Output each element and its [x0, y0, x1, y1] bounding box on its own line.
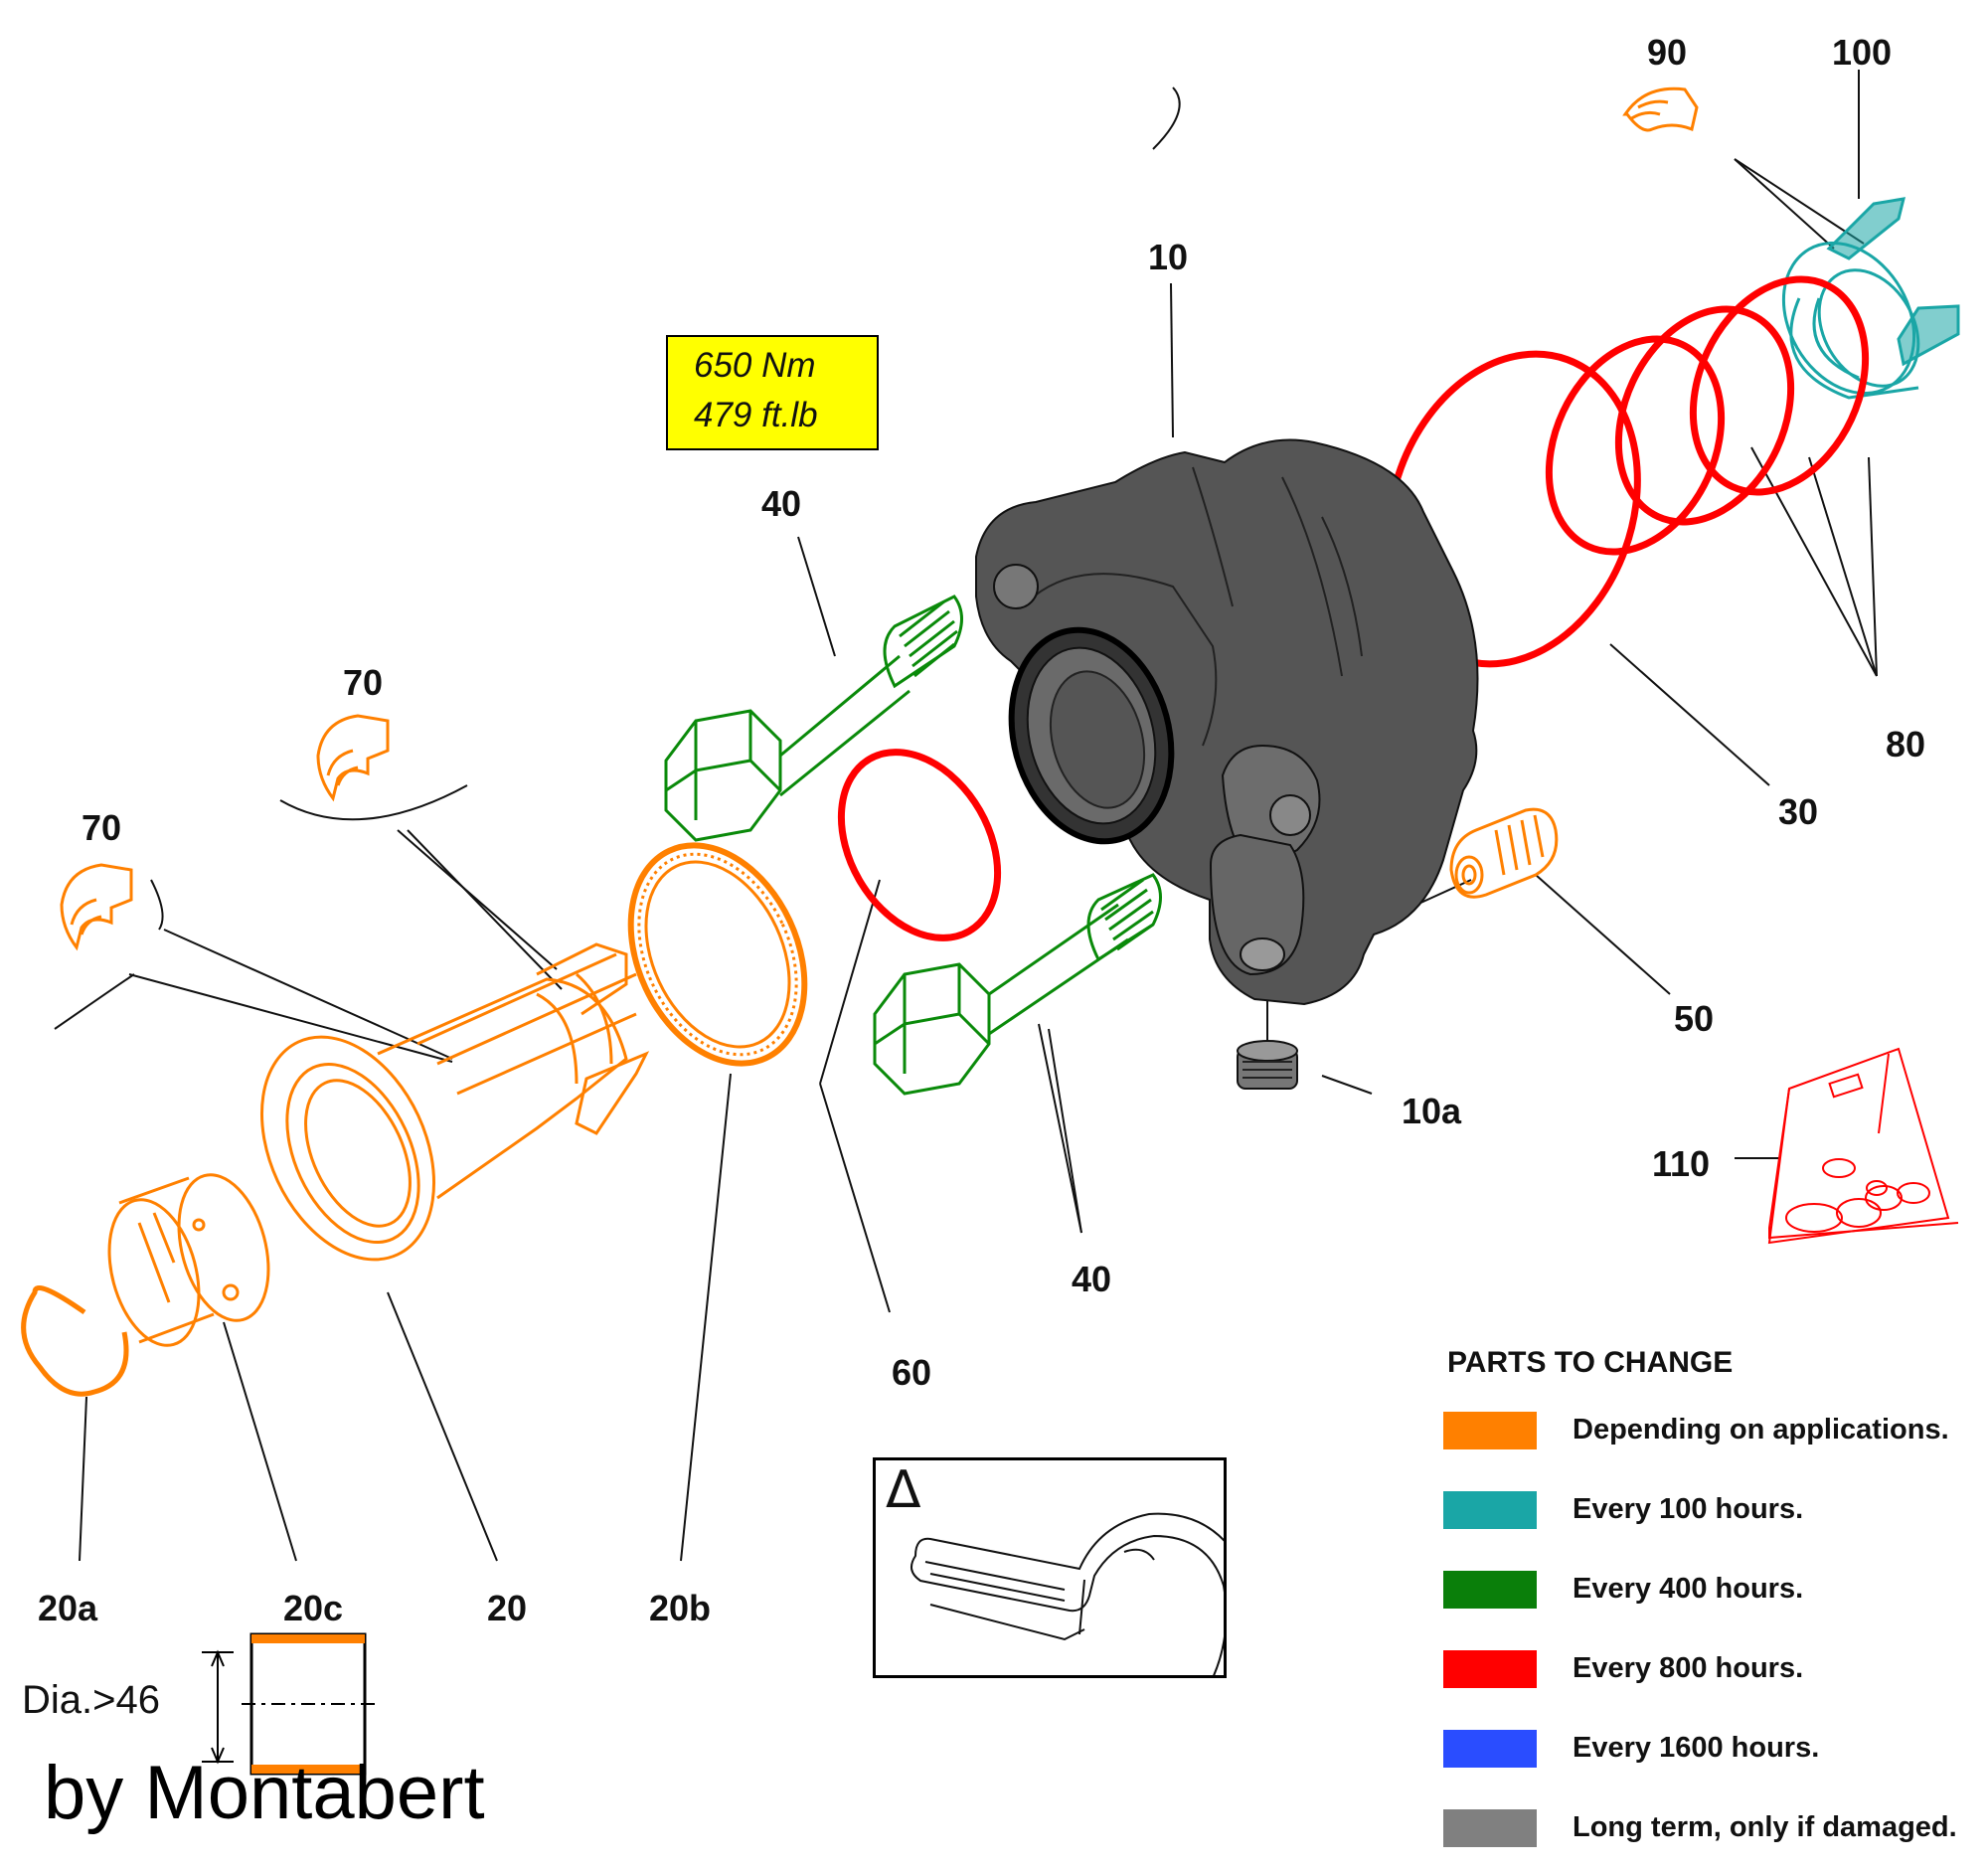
legend-label: Every 400 hours. [1573, 1573, 1804, 1605]
callout-10: 10 [1148, 237, 1189, 277]
part-60-oring [837, 749, 1002, 941]
callout-100: 100 [1832, 32, 1893, 73]
legend-label: Every 1600 hours. [1573, 1732, 1820, 1764]
legend-swatch [1443, 1730, 1537, 1768]
part-20c-sleeve [107, 1173, 270, 1347]
part-90-shape [1622, 86, 1699, 132]
legend-swatch [1443, 1571, 1537, 1609]
legend-label: Every 100 hours. [1573, 1493, 1804, 1525]
callout-20a: 20a [38, 1588, 98, 1628]
legend-label: Long term, only if damaged. [1573, 1811, 1957, 1843]
callout-20b: 20b [649, 1588, 712, 1628]
callout-40-top: 40 [761, 483, 802, 524]
callout-90: 90 [1647, 32, 1688, 73]
special-tool-box: Δ [873, 1457, 1227, 1678]
part-20a-snap-ring [21, 1285, 129, 1397]
torque-nm: 650 Nm [694, 346, 816, 385]
callout-50: 50 [1674, 998, 1715, 1039]
part-20-front-head [259, 942, 650, 1262]
part-50-fitting [1449, 807, 1559, 899]
callout-20: 20 [487, 1588, 528, 1628]
legend-label: Depending on applications. [1573, 1414, 1949, 1446]
brand-signature: by Montabert [44, 1751, 485, 1835]
legend-swatch [1443, 1412, 1537, 1449]
part-100-shape [1781, 197, 1960, 400]
part-40-top-bolt [664, 595, 963, 842]
callout-30: 30 [1778, 791, 1819, 832]
legend-swatch [1443, 1491, 1537, 1529]
callout-110: 110 [1652, 1143, 1711, 1184]
legend-swatch [1443, 1809, 1537, 1847]
callout-70-lower: 70 [82, 807, 122, 848]
dia-label: Dia.>46 [22, 1678, 160, 1722]
dia-detail-drawing [202, 1632, 375, 1776]
hook-wrench-icon [911, 1512, 1224, 1675]
torque-spec-box: 650 Nm 479 ft.lb [666, 335, 879, 450]
callout-80: 80 [1886, 724, 1926, 765]
delta-symbol: Δ [886, 1460, 921, 1520]
callout-40-bottom: 40 [1072, 1259, 1112, 1299]
part-10a-plug [1237, 1040, 1298, 1090]
part-20b-ring [627, 842, 808, 1067]
legend-title: PARTS TO CHANGE [1447, 1346, 1734, 1379]
part-70-clips [60, 714, 390, 951]
callout-10a: 10a [1402, 1091, 1462, 1131]
legend-label: Every 800 hours. [1573, 1652, 1804, 1684]
part-80-shape [1545, 275, 1870, 556]
leader-lines [54, 70, 1878, 1562]
legend-swatch [1443, 1650, 1537, 1688]
part-40-bottom-bolt [873, 873, 1162, 1096]
callout-70-upper: 70 [343, 662, 384, 703]
part-10-housing [975, 438, 1479, 1006]
callout-20c: 20c [283, 1588, 344, 1628]
callout-60: 60 [892, 1352, 932, 1393]
part-110-kit-bag [1767, 1047, 1959, 1245]
torque-ftlb: 479 ft.lb [694, 396, 818, 434]
